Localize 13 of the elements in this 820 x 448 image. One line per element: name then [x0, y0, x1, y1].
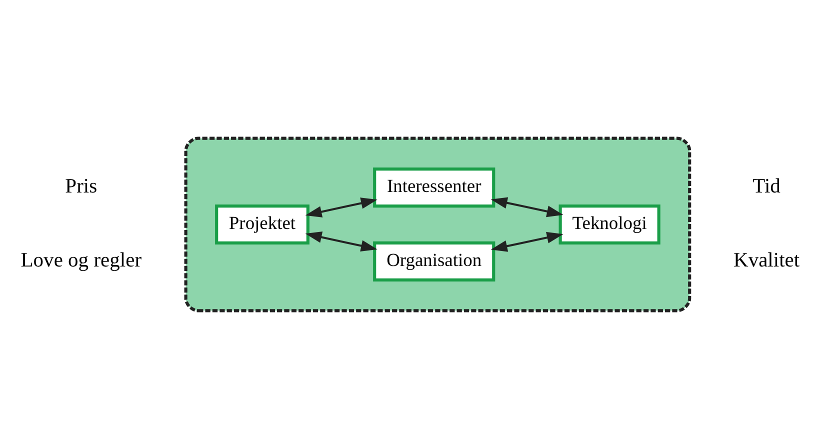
label: Pris	[65, 175, 98, 198]
node-box: Projektet	[215, 204, 310, 244]
arrow	[490, 196, 564, 217]
label: Love og regler	[20, 249, 142, 272]
node-box: Interessenter	[373, 167, 496, 208]
label: Tid	[752, 175, 780, 198]
arrow	[490, 231, 564, 252]
label: Kvalitet	[734, 249, 800, 272]
cluster	[184, 136, 692, 312]
arrow	[305, 197, 378, 217]
node-box: Teknologi	[558, 204, 660, 244]
arrow	[305, 231, 378, 251]
node-box: Organisation	[373, 240, 496, 281]
